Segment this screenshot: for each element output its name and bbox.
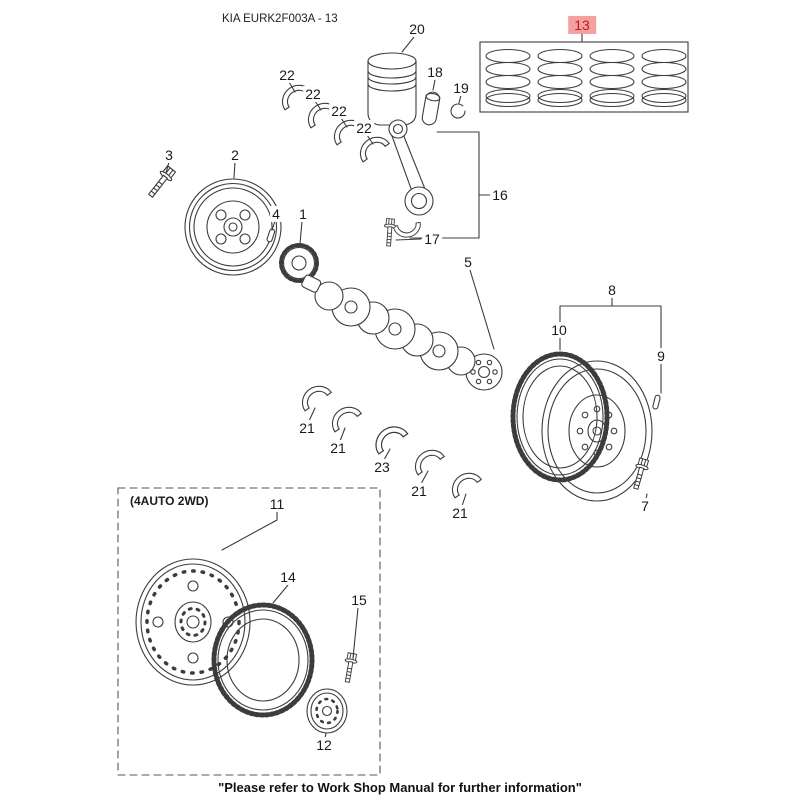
- flywheel-ring-gear: [510, 351, 610, 483]
- callout-21-4[interactable]: 21: [450, 504, 470, 522]
- callout-8[interactable]: 8: [606, 281, 618, 299]
- drive-plate-ring-gear: [211, 602, 315, 718]
- callout-9[interactable]: 9: [655, 347, 667, 365]
- callout-2[interactable]: 2: [229, 146, 241, 164]
- callout-22-1[interactable]: 22: [277, 66, 297, 84]
- snap-ring: [450, 103, 466, 119]
- piston: [367, 52, 417, 126]
- drive-plate-bolt: [340, 651, 359, 684]
- callout-10[interactable]: 10: [549, 321, 569, 339]
- group-box-label: (4AUTO 2WD): [130, 494, 209, 508]
- callout-22-2[interactable]: 22: [303, 85, 323, 103]
- pulley-bolt: [144, 164, 178, 201]
- rod-bolt: [382, 217, 397, 247]
- callout-21-2[interactable]: 21: [328, 439, 348, 457]
- crank-sprocket: [279, 243, 319, 283]
- drive-plate: [135, 558, 251, 686]
- callout-12[interactable]: 12: [314, 736, 334, 754]
- dowel-pin: [652, 394, 661, 410]
- crankshaft-pulley: [184, 178, 282, 276]
- callout-5[interactable]: 5: [462, 253, 474, 271]
- callout-18[interactable]: 18: [425, 63, 445, 81]
- callout-19[interactable]: 19: [451, 79, 471, 97]
- callout-4[interactable]: 4: [270, 205, 282, 223]
- callout-17[interactable]: 17: [422, 230, 442, 248]
- callout-22-3[interactable]: 22: [329, 102, 349, 120]
- 4auto-2wd-box: [117, 487, 381, 776]
- adapter-hub: [306, 688, 348, 734]
- lower-bearings: [295, 379, 482, 499]
- callout-20[interactable]: 20: [407, 20, 427, 38]
- piston-ring-set: [479, 41, 689, 113]
- footer-note: "Please refer to Work Shop Manual for fu…: [218, 780, 582, 795]
- callout-21-1[interactable]: 21: [297, 419, 317, 437]
- callout-23[interactable]: 23: [372, 458, 392, 476]
- diagram-code: KIA EURK2F003A - 13: [222, 13, 338, 25]
- callout-13-highlighted[interactable]: 13: [568, 15, 596, 35]
- callout-16[interactable]: 16: [490, 186, 510, 204]
- callout-15[interactable]: 15: [349, 591, 369, 609]
- callout-21-3[interactable]: 21: [409, 482, 429, 500]
- callout-14[interactable]: 14: [278, 568, 298, 586]
- callout-1[interactable]: 1: [297, 205, 309, 223]
- callout-7[interactable]: 7: [639, 497, 651, 515]
- callout-11[interactable]: 11: [267, 495, 287, 513]
- connecting-rod: [388, 119, 434, 240]
- callout-22-4[interactable]: 22: [354, 119, 374, 137]
- woodruff-key: [266, 228, 276, 243]
- crankshaft: [301, 274, 503, 391]
- callout-3[interactable]: 3: [163, 146, 175, 164]
- piston-pin: [421, 91, 441, 126]
